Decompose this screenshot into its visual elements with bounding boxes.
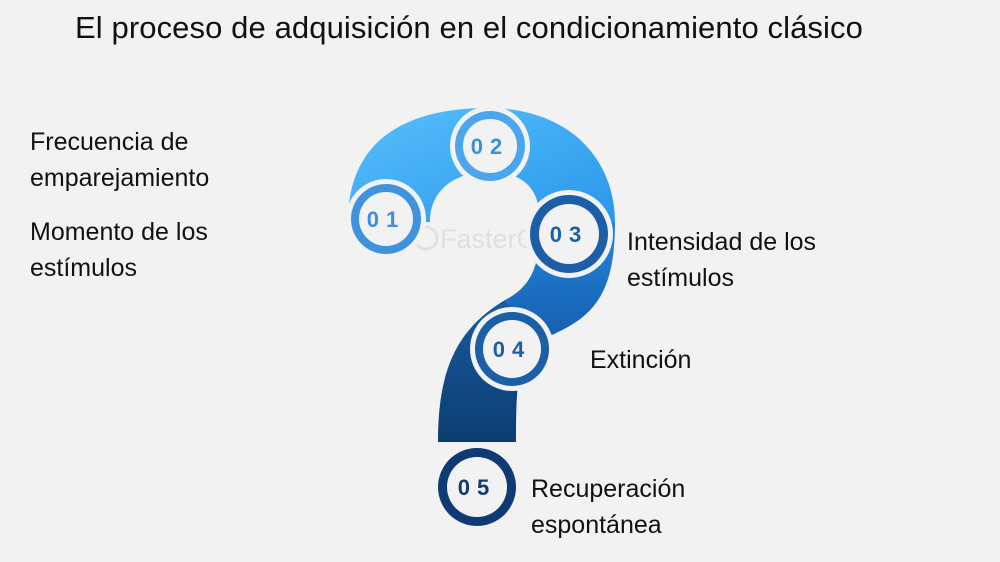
step-04-number: 04	[493, 337, 531, 362]
label-extincion: Extinción	[590, 346, 692, 374]
step-01-number: 01	[367, 207, 405, 232]
step-05-circle: 05	[433, 443, 521, 531]
step-04-circle: 04	[470, 307, 554, 391]
step-05-number: 05	[458, 475, 496, 500]
step-02-circle: 02	[450, 106, 530, 186]
step-01-circle: 01	[346, 179, 426, 259]
page-title: El proceso de adquisición en el condicio…	[75, 10, 863, 45]
step-03-circle: 03	[525, 190, 613, 278]
step-02-number: 02	[471, 134, 509, 159]
step-03-number: 03	[550, 222, 588, 247]
